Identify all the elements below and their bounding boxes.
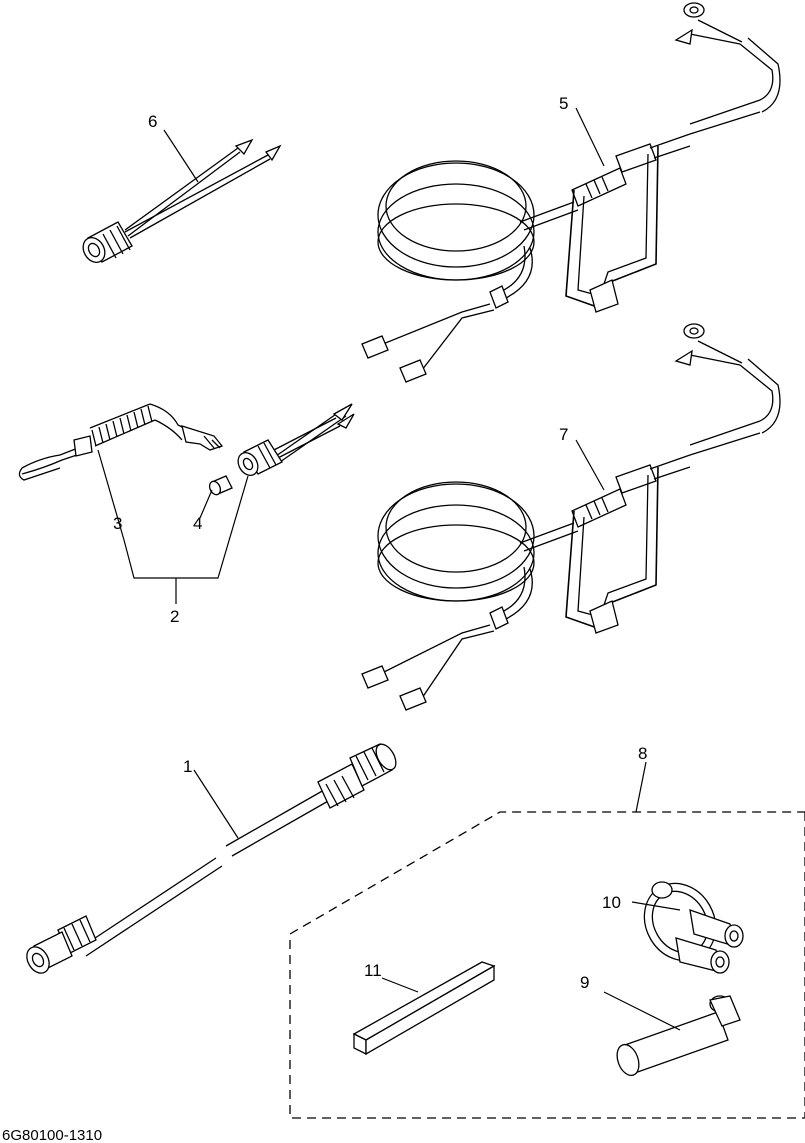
callout-2: 2 bbox=[170, 607, 179, 626]
callout-1: 1 bbox=[183, 757, 192, 776]
part-5-cable-assembly bbox=[361, 2, 781, 383]
part-7-cable-assembly bbox=[361, 323, 781, 711]
callout-labels: 6 5 7 3 4 2 1 8 10 9 11 bbox=[113, 94, 647, 992]
part-2-connector bbox=[237, 403, 355, 476]
part-11-bar bbox=[352, 961, 496, 1056]
part-1-extension-cable bbox=[26, 743, 397, 974]
callout-8: 8 bbox=[638, 744, 647, 763]
part-8-kit-boundary bbox=[289, 811, 805, 1119]
callout-11: 11 bbox=[364, 961, 382, 980]
callout-5: 5 bbox=[559, 94, 568, 113]
part-4-cap bbox=[208, 475, 233, 496]
part-3-lanyard-cord bbox=[18, 403, 224, 481]
callout-4: 4 bbox=[193, 514, 202, 533]
part-6-lead-with-plug bbox=[82, 138, 282, 263]
callout-3: 3 bbox=[113, 514, 122, 533]
part-10-fitting bbox=[643, 881, 744, 974]
callout-10: 10 bbox=[602, 893, 621, 912]
drawing-code: 6G80100-1310 bbox=[2, 1127, 102, 1143]
callout-9: 9 bbox=[580, 973, 589, 992]
callout-7: 7 bbox=[559, 425, 568, 444]
part-9-tube bbox=[616, 995, 741, 1077]
callout-6: 6 bbox=[148, 112, 157, 131]
leader-lines bbox=[97, 107, 681, 1031]
